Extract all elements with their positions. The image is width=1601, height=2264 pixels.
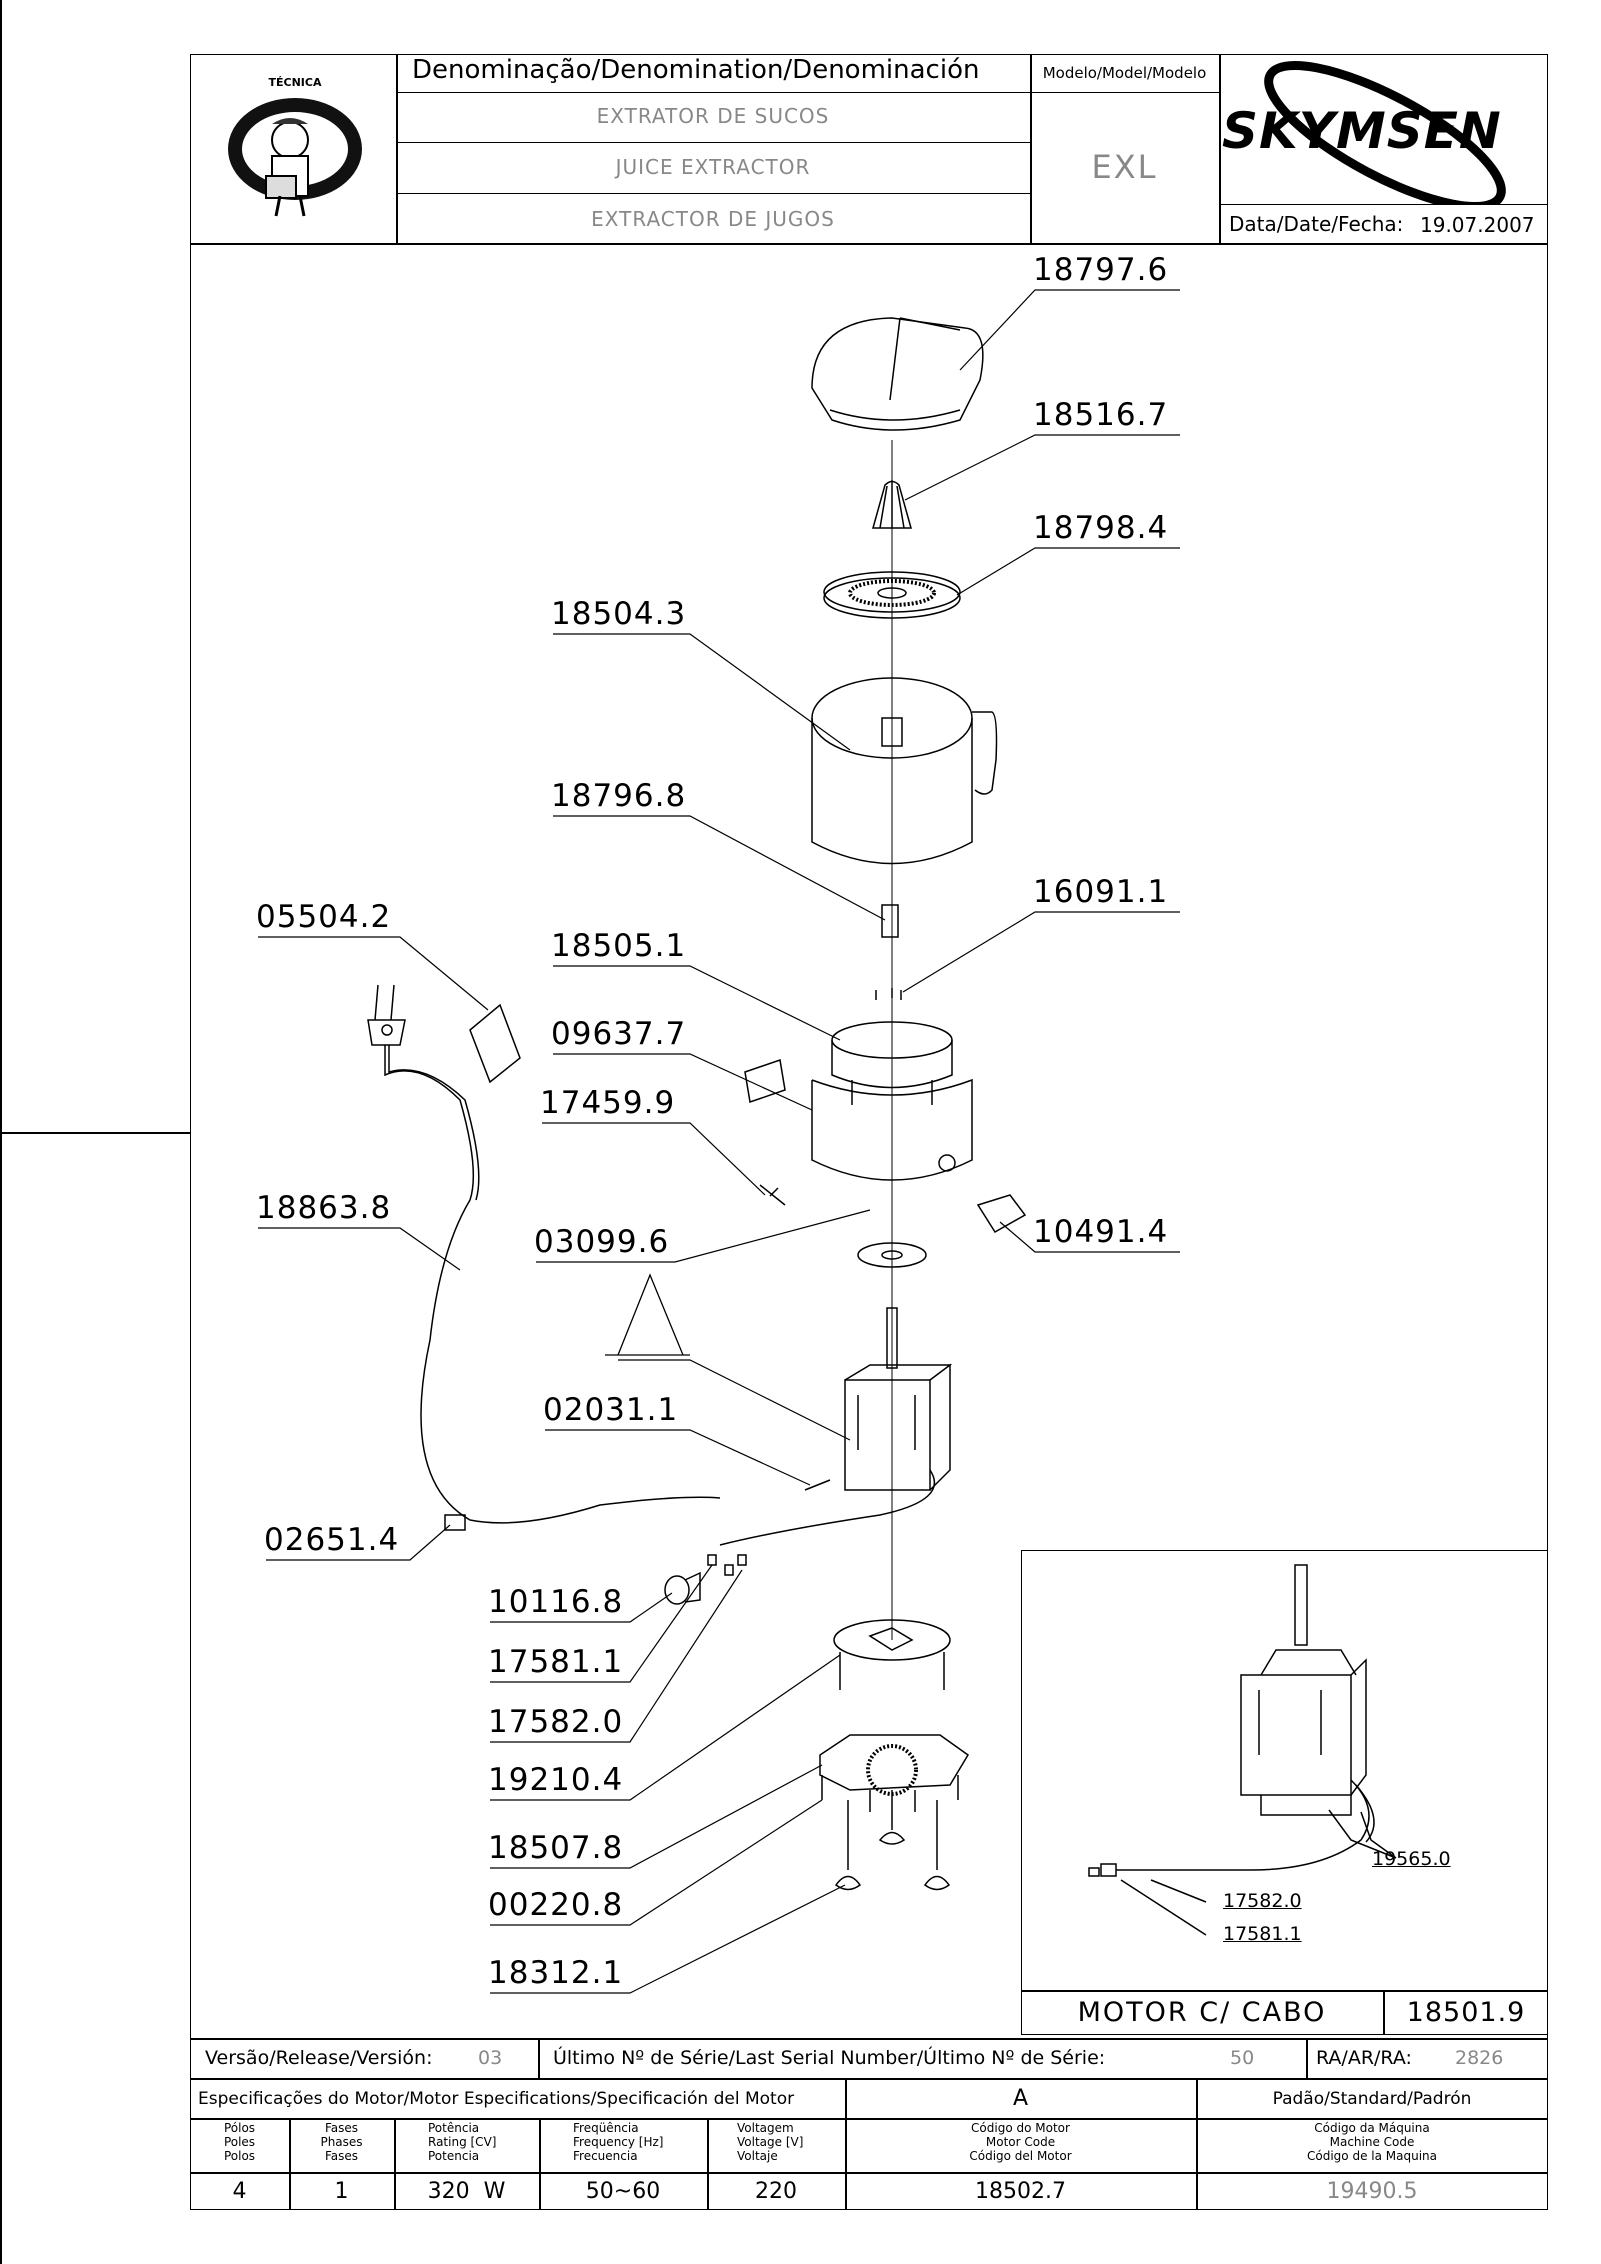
part-label: 18516.7: [1033, 397, 1169, 433]
detail-label: 17582.0: [1223, 1890, 1302, 1912]
name-en: JUICE EXTRACTOR: [615, 155, 811, 179]
spec-header-voltage: Voltagem Voltage [V] Voltaje: [737, 2121, 804, 2163]
part-label: 19210.4: [488, 1762, 624, 1798]
part-label: 10491.4: [1033, 1214, 1169, 1250]
motor-with-cable-drawing: [1088, 1564, 1397, 1936]
part-label: 18312.1: [488, 1955, 624, 1991]
part-label: 18797.6: [1033, 252, 1169, 288]
spec-value-voltage: 220: [755, 2179, 797, 2204]
part-label: 17582.0: [488, 1704, 624, 1740]
standard-label: Padão/Standard/Padrón: [1272, 2089, 1472, 2109]
part-label: 02031.1: [543, 1392, 679, 1428]
part-label: 05504.2: [256, 899, 392, 935]
part-label: 02651.4: [264, 1522, 400, 1558]
detail-label: 17581.1: [1223, 1923, 1302, 1945]
release-label: Versão/Release/Versión:: [205, 2047, 433, 2069]
detail-label: 19565.0: [1372, 1848, 1451, 1870]
spec-header-phases: Fases Phases Fases: [320, 2121, 363, 2163]
part-label: 00220.8: [488, 1887, 624, 1923]
spec-value-phases: 1: [334, 2179, 349, 2204]
date-label: Data/Date/Fecha:: [1229, 212, 1404, 236]
spec-value-frequency: 50~60: [585, 2179, 661, 2204]
part-label: 18504.3: [551, 596, 687, 632]
part-label: 18796.8: [551, 778, 687, 814]
logo-assistencia-tecnica: TÉCNICA: [228, 76, 362, 217]
spec-value-rating: 320 W: [427, 2179, 506, 2204]
detail-code: 18501.9: [1406, 1997, 1526, 2028]
brand-name: SKYMSEN: [1222, 102, 1502, 160]
spec-header-rating: Potência Rating [CV] Potencia: [428, 2121, 497, 2163]
part-label: 18507.8: [488, 1830, 624, 1866]
part-label: 18798.4: [1033, 510, 1169, 546]
date-value: 19.07.2007: [1420, 213, 1535, 237]
spec-header-motor-code: Código do Motor Motor Code Código del Mo…: [969, 2121, 1072, 2163]
spec-value-machine-code: 19490.5: [1326, 2179, 1418, 2204]
name-pt: EXTRATOR DE SUCOS: [596, 104, 830, 128]
spec-motor-letter: A: [1012, 2086, 1029, 2111]
part-label: 03099.6: [534, 1224, 670, 1260]
ra-label: RA/AR/RA:: [1316, 2047, 1412, 2069]
spec-header-machine-code: Código da Máquina Machine Code Código de…: [1307, 2121, 1437, 2163]
release-value: 03: [478, 2047, 503, 2069]
denomination-title: Denominação/Denomination/Denominación: [412, 55, 980, 85]
serial-label: Último Nº de Série/Last Serial Number/Úl…: [553, 2047, 1106, 2069]
spec-header-frequency: Freqüência Frequency [Hz] Frecuencia: [573, 2121, 664, 2163]
svg-text:TÉCNICA: TÉCNICA: [269, 76, 322, 89]
serial-value: 50: [1230, 2047, 1255, 2069]
spec-value-poles: 4: [232, 2179, 247, 2204]
detail-caption: MOTOR C/ CABO: [1077, 1997, 1327, 2028]
spec-value-motor-code: 18502.7: [975, 2179, 1066, 2204]
part-label: 17459.9: [540, 1085, 676, 1121]
part-label: 18863.8: [256, 1190, 392, 1226]
part-label: 18505.1: [551, 928, 687, 964]
margin-line: [0, 1132, 190, 1134]
part-label: 10116.8: [488, 1584, 624, 1620]
part-label: 17581.1: [488, 1644, 624, 1680]
model-title: Modelo/Model/Modelo: [1042, 64, 1207, 82]
model-value: EXL: [1091, 148, 1158, 186]
name-es: EXTRACTOR DE JUGOS: [591, 207, 835, 231]
part-label: 09637.7: [551, 1016, 687, 1052]
skymsen-logo: [1264, 60, 1506, 204]
spec-title: Especificações do Motor/Motor Especifica…: [198, 2089, 795, 2109]
spec-header-poles: Pólos Poles Polos: [223, 2121, 256, 2163]
ra-value: 2826: [1455, 2047, 1504, 2069]
part-label: 16091.1: [1033, 874, 1169, 910]
motor-assembly-letter: A: [618, 1270, 673, 1363]
drawing-frame: [190, 54, 1548, 2210]
